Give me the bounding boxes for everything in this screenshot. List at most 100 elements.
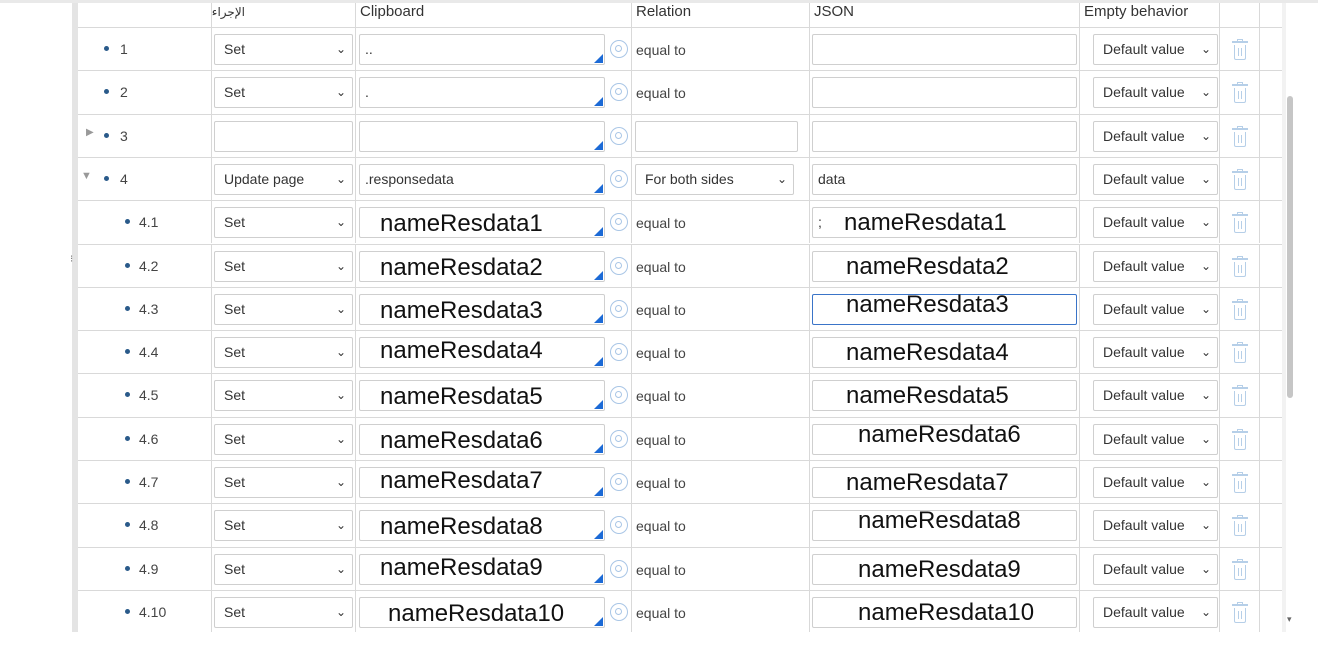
empty-behavior-select[interactable]: Default value⌄ xyxy=(1093,467,1218,498)
header-clipboard[interactable]: Clipboard xyxy=(356,3,632,27)
json-input[interactable] xyxy=(812,250,1077,282)
action-select[interactable]: Set⌄ xyxy=(214,380,353,412)
clipboard-input[interactable] xyxy=(359,510,605,542)
relation-text: equal to xyxy=(636,215,686,232)
target-icon[interactable] xyxy=(610,602,628,621)
json-input[interactable] xyxy=(812,77,1077,109)
header-empty-behavior[interactable]: Empty behavior xyxy=(1080,3,1220,27)
action-select[interactable]: Set⌄ xyxy=(214,250,353,282)
empty-behavior-select[interactable]: Default value⌄ xyxy=(1093,596,1218,628)
empty-behavior-select[interactable]: Default value⌄ xyxy=(1093,163,1218,195)
action-select[interactable]: Set⌄ xyxy=(214,337,353,369)
trash-icon[interactable] xyxy=(1231,428,1249,450)
action-select[interactable]: Set⌄ xyxy=(214,596,353,628)
json-input[interactable] xyxy=(812,337,1077,369)
target-icon[interactable] xyxy=(610,516,628,535)
empty-behavior-select[interactable]: Default value⌄ xyxy=(1093,250,1218,282)
clipboard-input[interactable] xyxy=(359,207,605,239)
json-input[interactable] xyxy=(812,120,1077,152)
trash-icon[interactable] xyxy=(1231,601,1249,623)
target-icon[interactable] xyxy=(610,40,628,58)
trash-icon[interactable] xyxy=(1231,472,1249,493)
clipboard-input[interactable] xyxy=(359,337,605,369)
target-icon[interactable] xyxy=(610,169,628,188)
caret-right-icon[interactable]: ▶ xyxy=(86,126,94,138)
json-input[interactable] xyxy=(812,510,1077,542)
trash-icon[interactable] xyxy=(1231,82,1249,104)
target-icon[interactable] xyxy=(610,429,628,448)
resize-handle[interactable]: ⁝ xyxy=(70,254,74,265)
clipboard-input[interactable]: .. xyxy=(359,34,605,65)
json-input[interactable] xyxy=(812,467,1077,498)
target-icon[interactable] xyxy=(610,299,628,318)
scroll-down-icon[interactable]: ▾ xyxy=(1287,614,1292,624)
json-input[interactable] xyxy=(812,34,1077,65)
empty-behavior-select[interactable]: Default value⌄ xyxy=(1093,77,1218,109)
clipboard-input[interactable] xyxy=(359,553,605,585)
empty-behavior-select[interactable]: Default value⌄ xyxy=(1093,510,1218,542)
json-input[interactable]: ; xyxy=(812,207,1077,239)
target-icon[interactable] xyxy=(610,213,628,232)
action-select[interactable]: Set⌄ xyxy=(214,293,353,325)
empty-behavior-select[interactable]: Default value⌄ xyxy=(1093,553,1218,585)
empty-behavior-select[interactable]: Default value⌄ xyxy=(1093,120,1218,152)
json-input[interactable] xyxy=(812,553,1077,585)
action-select[interactable]: Set⌄ xyxy=(214,510,353,542)
trash-icon[interactable] xyxy=(1231,515,1249,537)
action-select[interactable]: Set⌄ xyxy=(214,553,353,585)
target-icon[interactable] xyxy=(610,559,628,578)
clipboard-input[interactable] xyxy=(359,293,605,325)
trash-icon[interactable] xyxy=(1231,168,1249,190)
target-icon[interactable] xyxy=(610,256,628,275)
relation-input[interactable] xyxy=(635,120,798,152)
empty-behavior-select[interactable]: Default value⌄ xyxy=(1093,337,1218,369)
header-action[interactable]: الإجراء xyxy=(212,3,356,27)
action-select[interactable]: Set⌄ xyxy=(214,34,353,65)
clipboard-input[interactable] xyxy=(359,596,605,628)
trash-icon[interactable] xyxy=(1231,125,1249,147)
trash-icon[interactable] xyxy=(1231,255,1249,277)
empty-behavior-select[interactable]: Default value⌄ xyxy=(1093,380,1218,412)
empty-behavior-select[interactable]: Default value⌄ xyxy=(1093,34,1218,65)
clipboard-input[interactable] xyxy=(359,120,605,152)
clipboard-input[interactable] xyxy=(359,467,605,498)
scrollbar-thumb[interactable] xyxy=(1287,96,1293,398)
header-json[interactable]: JSON xyxy=(810,3,1080,27)
clipboard-input[interactable]: . xyxy=(359,77,605,109)
trash-icon[interactable] xyxy=(1231,385,1249,407)
json-input[interactable] xyxy=(812,293,1077,325)
target-icon[interactable] xyxy=(610,83,628,102)
empty-behavior-select[interactable]: Default value⌄ xyxy=(1093,207,1218,239)
trash-icon[interactable] xyxy=(1231,212,1249,234)
trash-icon[interactable] xyxy=(1231,298,1249,320)
action-select[interactable]: Set⌄ xyxy=(214,207,353,239)
trash-icon[interactable] xyxy=(1231,342,1249,364)
empty-behavior-select[interactable]: Default value⌄ xyxy=(1093,423,1218,455)
action-select[interactable]: Set⌄ xyxy=(214,467,353,498)
header-relation[interactable]: Relation xyxy=(632,3,810,27)
caret-down-icon[interactable]: ▼ xyxy=(81,169,92,182)
action-select[interactable]: Update page⌄ xyxy=(214,163,353,195)
target-icon[interactable] xyxy=(610,126,628,145)
action-select[interactable]: Set⌄ xyxy=(214,77,353,109)
target-icon[interactable] xyxy=(610,343,628,362)
target-icon[interactable] xyxy=(610,473,628,491)
trash-icon[interactable] xyxy=(1231,558,1249,580)
relation-cell xyxy=(632,114,810,157)
empty-behavior-select[interactable]: Default value⌄ xyxy=(1093,293,1218,325)
json-input[interactable] xyxy=(812,380,1077,412)
target-icon[interactable] xyxy=(610,386,628,405)
relation-select[interactable]: For both sides⌄ xyxy=(635,163,794,195)
clipboard-input[interactable]: .responsedata xyxy=(359,163,605,195)
json-input[interactable] xyxy=(812,423,1077,455)
row-number: 4.10 xyxy=(139,603,167,620)
json-input[interactable] xyxy=(812,596,1077,628)
clipboard-input[interactable] xyxy=(359,423,605,455)
action-input[interactable] xyxy=(214,120,353,152)
json-input[interactable]: data xyxy=(812,163,1077,195)
action-select-value: Set xyxy=(224,214,246,231)
action-select[interactable]: Set⌄ xyxy=(214,423,353,455)
clipboard-input[interactable] xyxy=(359,380,605,412)
trash-icon[interactable] xyxy=(1231,39,1249,60)
clipboard-input[interactable] xyxy=(359,250,605,282)
